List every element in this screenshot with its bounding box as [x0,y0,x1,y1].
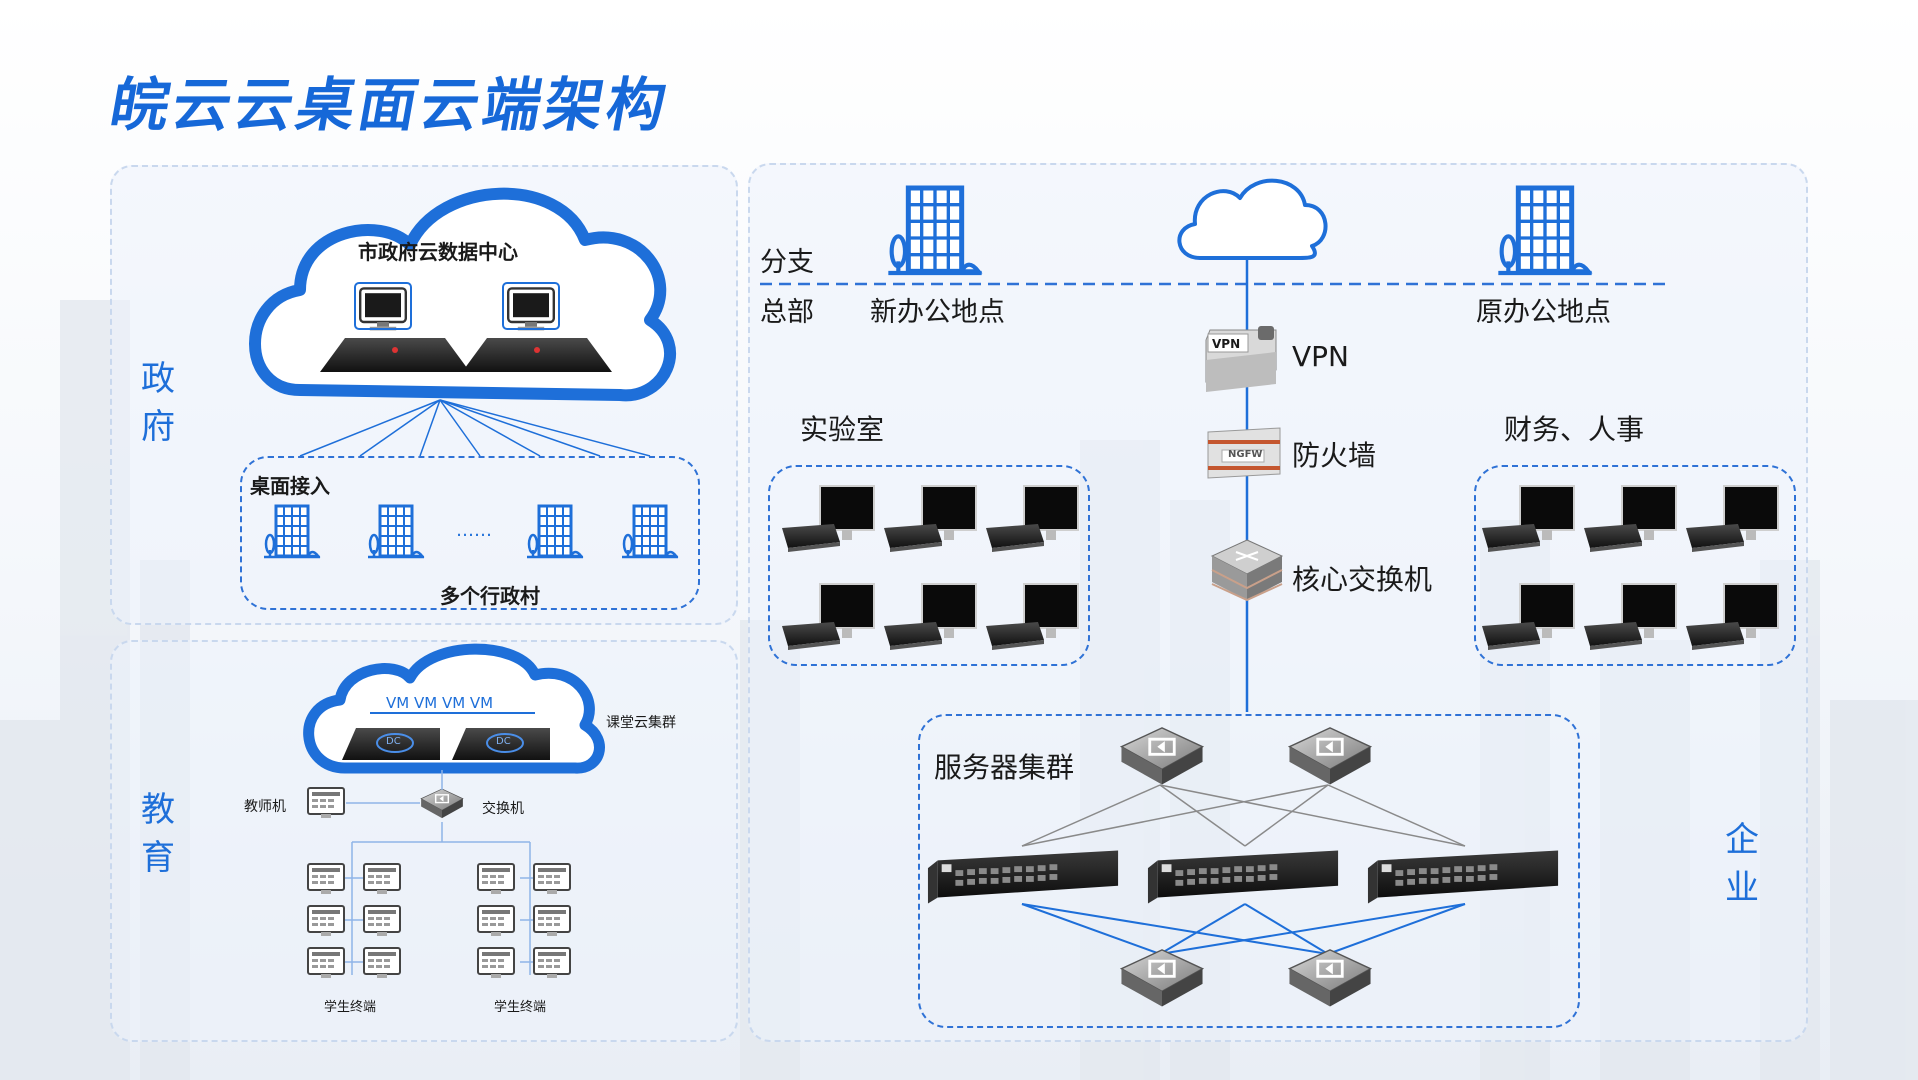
core-switch-label: 核心交换机 [1292,563,1433,596]
vpn-label: VPN [1292,340,1349,373]
vpn-device-icon [1205,326,1277,392]
classroom-cluster-label: 课堂云集群 [606,715,676,731]
gov-cloud-label: 市政府云数据中心 [358,240,518,264]
lab-group [768,465,1090,666]
dc-label-left: DC [386,736,401,747]
ellipsis-label: …… [456,520,492,541]
dc-label-right: DC [496,736,511,747]
vpn-badge: VPN [1212,337,1241,351]
firewall-device-icon [1207,427,1281,479]
switch-label: 交换机 [482,801,524,817]
finance-group [1474,465,1796,666]
lab-label: 实验室 [800,413,885,446]
hq-label: 总部 [760,297,814,328]
villages-label: 多个行政村 [440,584,540,608]
teacher-label: 教师机 [244,799,286,815]
education-side-label: 教 育 [141,790,175,878]
new-office-label: 新办公地点 [870,297,1005,328]
vm-label: VM VM VM VM [386,694,494,712]
finance-label: 财务、人事 [1504,413,1645,446]
server-cluster-label: 服务器集群 [934,751,1075,784]
firewall-label: 防火墙 [1292,439,1377,472]
student-label-right: 学生终端 [494,1000,547,1015]
branch-label: 分支 [760,247,814,278]
desktop-access-group [240,456,700,610]
server-cluster-group [918,714,1580,1028]
government-side-label: 政 府 [141,359,175,447]
student-label-left: 学生终端 [324,1000,377,1015]
ngfw-badge: NGFW [1228,449,1263,460]
old-office-label: 原办公地点 [1476,297,1611,328]
desktop-access-label: 桌面接入 [250,474,330,498]
enterprise-side-label: 企 业 [1725,820,1759,908]
core-switch-icon [1210,539,1284,602]
